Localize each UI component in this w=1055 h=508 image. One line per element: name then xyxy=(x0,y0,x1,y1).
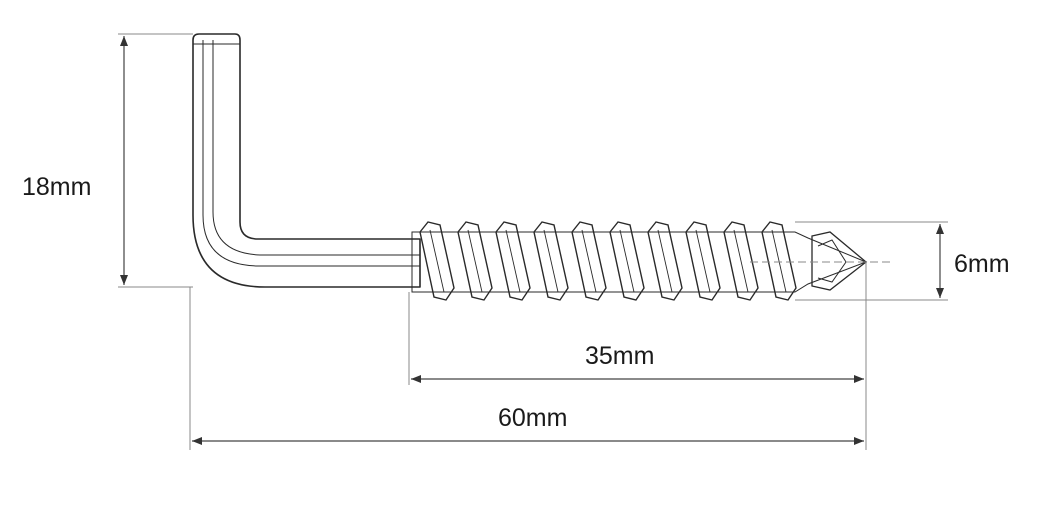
extension-lines xyxy=(118,33,948,450)
thread-turn-shade xyxy=(619,229,635,293)
thread xyxy=(411,221,868,301)
thread-turn xyxy=(533,221,569,301)
thread-turn-shade xyxy=(467,229,483,293)
hook-inner-line-2 xyxy=(212,40,420,256)
thread-core-outline xyxy=(411,231,868,293)
hook-height-label: 18mm xyxy=(22,173,92,201)
overall-length-label: 60mm xyxy=(498,404,568,432)
thread-turn-shade xyxy=(771,229,787,293)
thread-turn xyxy=(419,221,455,301)
thread-diameter-label: 6mm xyxy=(954,250,1010,278)
thread-turn-shade xyxy=(543,229,559,293)
thread-turn-shade xyxy=(695,229,711,293)
thread-turn xyxy=(761,221,797,301)
screw-tip xyxy=(811,231,868,291)
hook-inner-line-1 xyxy=(202,40,420,267)
thread-turn xyxy=(647,221,683,301)
thread-turn-shade xyxy=(505,229,521,293)
screw-tip-flute xyxy=(817,239,847,283)
thread-turn-shade xyxy=(581,229,597,293)
thread-turn xyxy=(457,221,493,301)
thread-turn-shade xyxy=(429,229,445,293)
dimension-lines xyxy=(120,36,944,445)
thread-turn-shade xyxy=(733,229,749,293)
hook-outline xyxy=(192,33,421,288)
thread-turn xyxy=(609,221,645,301)
hook-body xyxy=(192,33,421,288)
thread-turn xyxy=(571,221,607,301)
thread-turn xyxy=(723,221,759,301)
thread-turn-shade xyxy=(657,229,673,293)
thread-turn xyxy=(685,221,721,301)
thread-length-label: 35mm xyxy=(585,342,655,370)
thread-turns xyxy=(419,221,797,301)
thread-turn xyxy=(495,221,531,301)
